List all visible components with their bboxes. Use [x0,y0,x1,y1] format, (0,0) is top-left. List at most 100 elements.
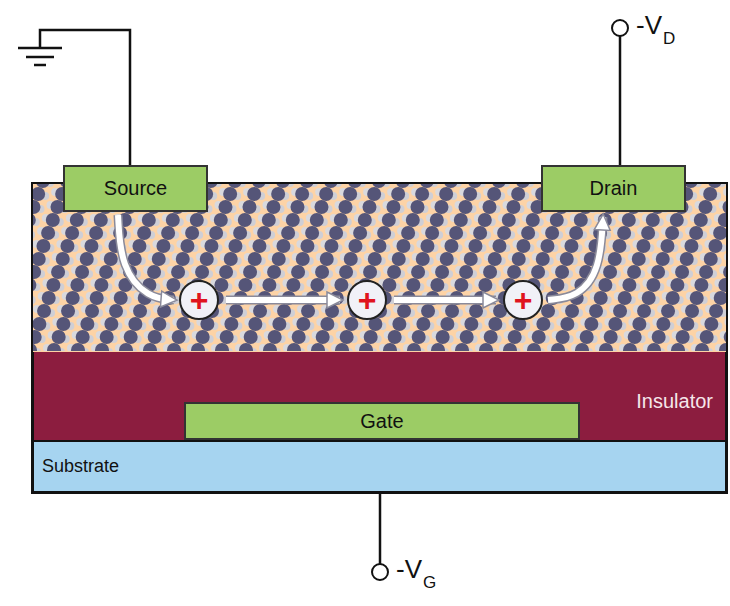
hole-charge: + [179,280,219,320]
carbon-atom [666,291,680,305]
carbon-atom [94,213,108,227]
carbon-atom [253,304,267,318]
layer-name: Source [104,177,167,200]
carbon-atom [191,343,205,351]
substrate-layer: Substrate [32,440,727,493]
carbon-atom [527,343,541,351]
arrow-body [394,297,496,303]
carbon-atom [142,213,156,227]
carbon-atom [637,304,651,318]
carbon-atom [550,278,564,292]
carbon-atom [612,239,626,253]
carbon-atom [603,265,617,279]
carbon-atom [526,213,540,227]
carbon-atom [84,239,98,253]
carbon-atom [420,184,434,188]
carbon-atom [492,239,506,253]
carbon-atom [415,187,429,201]
carbon-atom [252,184,266,188]
carbon-atom [589,304,603,318]
carbon-atom [464,317,478,331]
carbon-atom [478,278,492,292]
layer-name: Drain [590,177,638,200]
carbon-atom [218,200,232,214]
carbon-atom [656,317,670,331]
carbon-atom [272,252,286,266]
carbon-atom [239,343,253,351]
carbon-atom [147,265,161,279]
carbon-atom [290,200,304,214]
carbon-atom [680,252,694,266]
carbon-atom [338,200,352,214]
carbon-atom [580,330,594,344]
carbon-atom [70,278,84,292]
carbon-atom [56,317,70,331]
carbon-atom [723,265,726,279]
carbon-atom [56,252,70,266]
carbon-atom [180,239,194,253]
carbon-atom [434,200,448,214]
carbon-atom [532,330,546,344]
carbon-atom [647,343,661,351]
carbon-atom [724,330,726,344]
carbon-atom [599,343,613,351]
carbon-atom [410,200,424,214]
charge-flow-arrow [394,300,496,301]
terminal [372,564,388,580]
carbon-atom [223,187,237,201]
carbon-atom [690,291,704,305]
carbon-atom [372,239,386,253]
carbon-atom [348,184,362,188]
carbon-atom [676,330,690,344]
carbon-atom [550,213,564,227]
carbon-atom [665,226,679,240]
carbon-atom [608,252,622,266]
carbon-atom [618,291,632,305]
carbon-atom [564,239,578,253]
carbon-atom [171,265,185,279]
carbon-atom [487,187,501,201]
carbon-atom [661,304,675,318]
voltage-subscript: D [663,30,675,47]
carbon-atom [700,330,714,344]
carbon-atom [124,330,138,344]
carbon-atom [396,184,410,188]
carbon-atom [343,187,357,201]
carbon-atom [334,213,348,227]
carbon-atom [257,226,271,240]
carbon-atom [368,252,382,266]
layer-name: Insulator [636,390,713,413]
charge-flow-arrow [118,215,174,300]
carbon-atom [296,317,310,331]
carbon-atom [469,304,483,318]
carbon-atom [718,278,726,292]
carbon-atom [484,330,498,344]
carbon-atom [244,330,258,344]
carbon-atom [377,226,391,240]
carbon-atom [143,343,157,351]
carbon-atom [335,343,349,351]
carbon-atom [560,252,574,266]
carbon-atom [594,291,608,305]
carbon-atom [703,187,717,201]
carbon-atom [511,187,525,201]
carbon-atom [445,304,459,318]
carbon-atom [71,343,85,351]
carbon-atom [406,278,420,292]
carbon-atom [292,330,306,344]
carbon-atom [95,343,109,351]
carbon-atom [502,213,516,227]
carbon-atom [541,304,555,318]
device-outline [32,183,727,493]
carbon-atom [33,200,40,214]
carbon-atom [460,330,474,344]
carbon-atom [506,200,520,214]
carbon-atom [161,226,175,240]
carbon-atom [276,184,290,188]
carbon-atom [431,343,445,351]
carbon-atom [574,213,588,227]
carbon-atom [708,239,722,253]
carbon-atom [392,252,406,266]
carbon-atom [252,239,266,253]
carbon-atom [339,265,353,279]
